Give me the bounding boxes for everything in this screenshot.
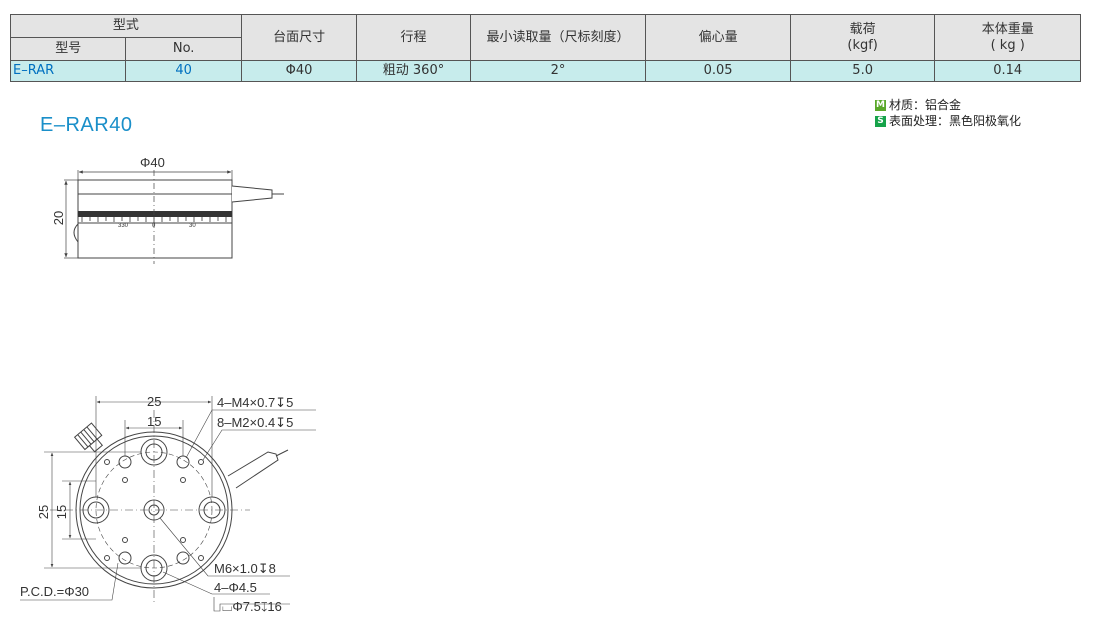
dim-25-vertical: 25 bbox=[36, 505, 51, 519]
header-load-line2: (kgf) bbox=[847, 37, 878, 53]
callout-m2: 8–M2×0.4↧5 bbox=[217, 415, 293, 430]
scale-label-30: 30 bbox=[189, 223, 196, 229]
material-note: M 材质：铝合金 bbox=[875, 97, 1021, 113]
surface-text: 表面处理：黑色阳极氧化 bbox=[889, 114, 1022, 128]
header-eccentricity: 偏心量 bbox=[645, 14, 791, 61]
table-row: E–RAR 40 Φ40 粗动 360° 2° 0.05 5.0 0.14 bbox=[9, 60, 1081, 82]
dim-15-horizontal: 15 bbox=[147, 414, 161, 429]
material-badge-icon: M bbox=[875, 99, 886, 111]
cell-min-reading: 2° bbox=[469, 60, 647, 82]
header-weight-line2: ( kg ) bbox=[990, 37, 1025, 53]
spec-table: 型式 台面尺寸 行程 最小读取量（尺标刻度） 偏心量 载荷 (kgf) 本体重量… bbox=[9, 14, 1081, 82]
pcd-label: P.C.D.=Φ30 bbox=[20, 584, 89, 599]
dim-25-horizontal: 25 bbox=[147, 394, 161, 409]
cell-eccentricity: 0.05 bbox=[645, 60, 791, 82]
header-model: 型号 bbox=[9, 37, 127, 61]
callout-m4: 4–M4×0.7↧5 bbox=[217, 395, 293, 410]
cell-model: E–RAR bbox=[9, 60, 127, 82]
callout-m6: M6×1.0↧8 bbox=[214, 561, 276, 576]
cell-stroke: 粗动 360° bbox=[356, 60, 471, 82]
product-title: E–RAR40 bbox=[40, 114, 133, 136]
header-type: 型式 bbox=[10, 14, 242, 38]
side-view: 330 0 30 bbox=[64, 170, 284, 264]
callout-hole: 4–Φ4.5 bbox=[214, 580, 257, 595]
cell-no: 40 bbox=[125, 60, 242, 82]
header-stroke: 行程 bbox=[356, 14, 471, 61]
header-min-reading: 最小读取量（尺标刻度） bbox=[469, 14, 647, 61]
top-view bbox=[20, 396, 316, 612]
callout-counterbore: ⌴Φ7.5↧16 bbox=[222, 599, 282, 614]
cell-table-size: Φ40 bbox=[240, 60, 358, 82]
header-weight: 本体重量 ( kg ) bbox=[934, 14, 1081, 61]
side-height-label: 20 bbox=[51, 211, 66, 225]
side-dia-label: Φ40 bbox=[140, 155, 165, 170]
header-load-line1: 载荷 bbox=[849, 21, 876, 37]
dim-15-vertical: 15 bbox=[54, 505, 69, 519]
cell-weight: 0.14 bbox=[934, 60, 1081, 82]
material-notes: M 材质：铝合金 S 表面处理：黑色阳极氧化 bbox=[875, 97, 1021, 129]
scale-label-330: 330 bbox=[118, 223, 129, 229]
header-no: No. bbox=[125, 37, 242, 61]
surface-badge-icon: S bbox=[875, 115, 886, 127]
scale-ticks bbox=[81, 217, 227, 223]
surface-note: S 表面处理：黑色阳极氧化 bbox=[875, 113, 1021, 129]
material-text: 材质：铝合金 bbox=[889, 98, 962, 112]
cell-load: 5.0 bbox=[789, 60, 936, 82]
header-load: 载荷 (kgf) bbox=[789, 14, 936, 61]
header-weight-line1: 本体重量 bbox=[981, 21, 1034, 37]
